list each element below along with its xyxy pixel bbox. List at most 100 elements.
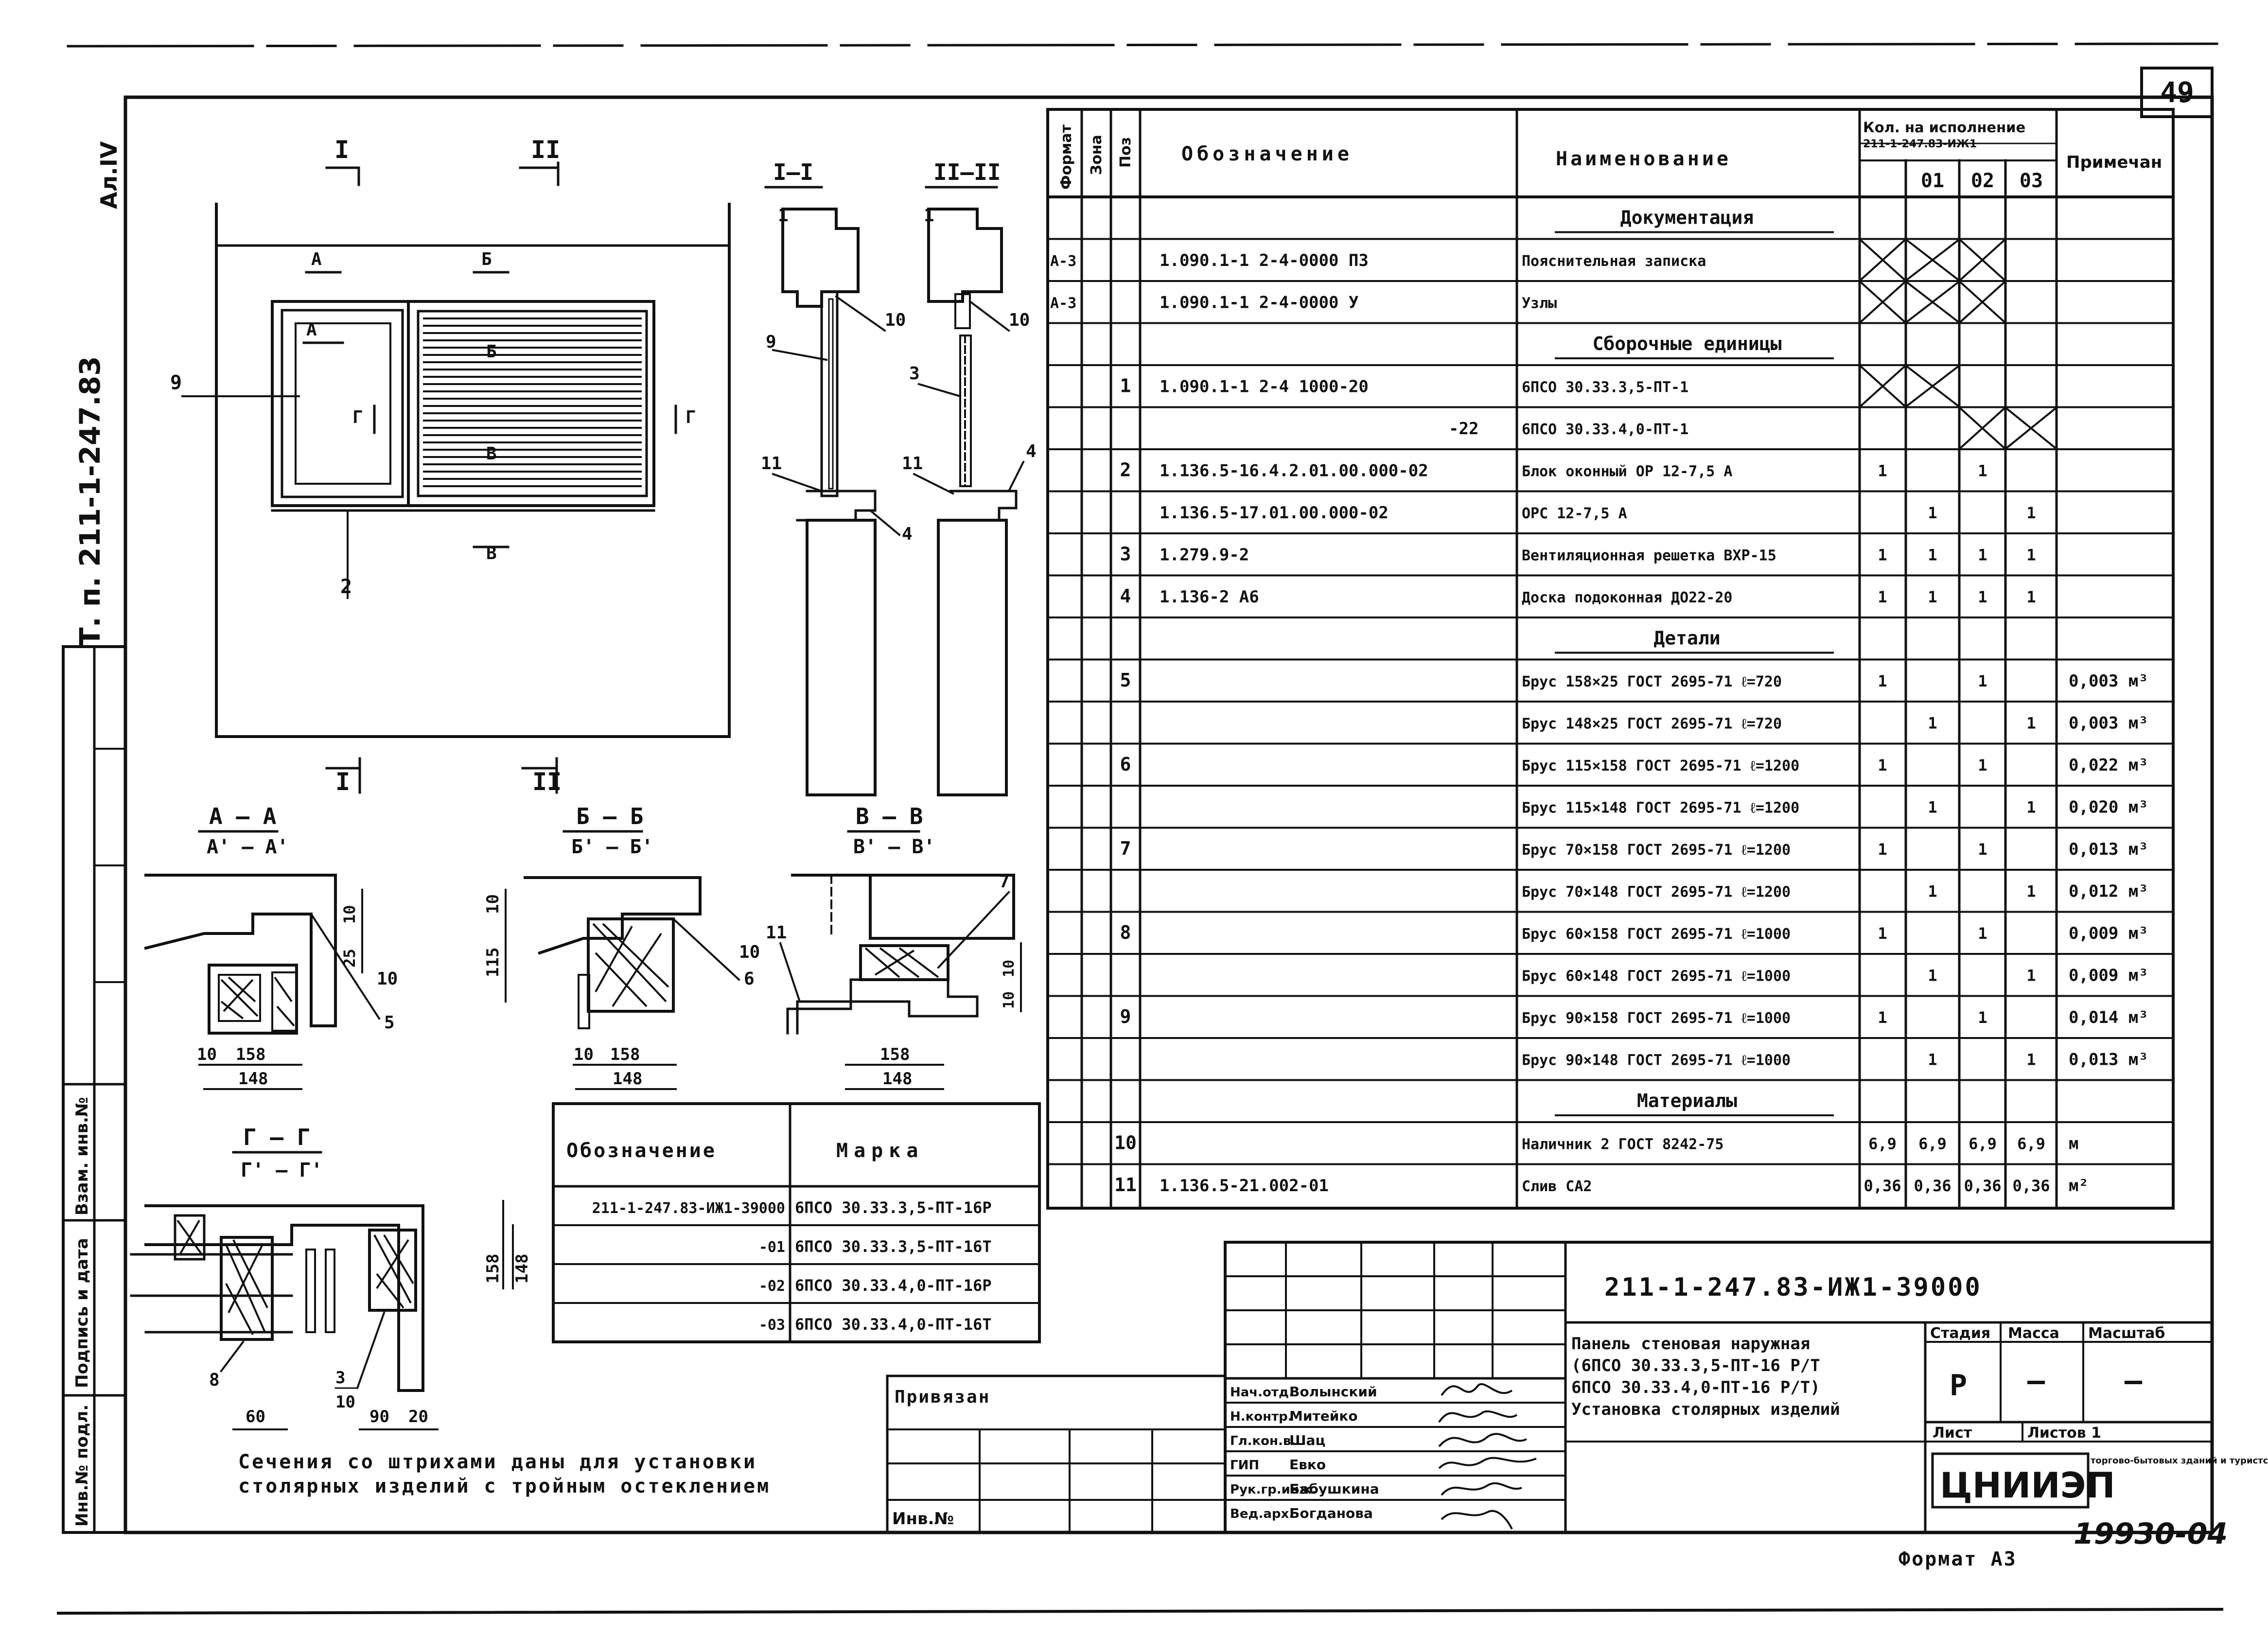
spec-qty: 1 [2026,714,2036,732]
spec-format: А-3 [1050,295,1076,312]
svg-text:В – В: В – В [856,803,923,829]
marks-header-designation: Обозначение [566,1140,717,1162]
spec-qty: 1 [2026,504,2036,522]
spec-note: 0,013 м³ [2069,840,2148,859]
staff-name: Евко [1289,1457,1326,1473]
svg-text:6: 6 [744,969,755,989]
section-I-I: II–II I–I 1 9 10 11 4 [761,159,913,796]
svg-text:7: 7 [999,872,1010,892]
svg-text:10: 10 [377,969,398,989]
header-zone: Зона [1088,135,1105,175]
header-qty-02: 02 [1971,170,1994,192]
title-line-4: Установка столярных изделий [1571,1400,1840,1419]
marks-designation: -02 [759,1278,785,1295]
header-qty-03: 03 [2020,170,2043,192]
staff-name: Богданова [1289,1505,1373,1521]
spec-qty: 1 [2026,798,2036,816]
spec-section-title: Сборочные единицы [1593,333,1782,354]
svg-text:158: 158 [610,1045,640,1064]
spec-qty: 1 [1928,588,1937,606]
spec-qty: 1 [1978,756,1987,774]
spec-name: Пояснительная записка [1522,253,1706,270]
svg-text:148: 148 [238,1069,268,1089]
section-G-G: Г – Г Г' – Г' 8 3 10 158 148 60 90 20 Се… [130,1124,771,1497]
spec-pos: 11 [1114,1174,1137,1196]
svg-text:В' – В': В' – В' [853,836,935,858]
svg-text:10: 10 [483,894,503,914]
header-qty-doc: 211-1-247.83-ИЖ1 [1863,138,1977,150]
section-V-V: В – В В' – В' 11 7 10 10 158 148 [766,803,1022,1090]
spec-qty: 1 [1878,756,1887,774]
spec-qty: 1 [1978,1008,1987,1027]
spec-qty: 1 [1928,546,1937,564]
footnote-line-2: столярных изделий с тройным остеклением [238,1475,771,1497]
svg-text:158: 158 [236,1045,265,1064]
staff-role: ГИП [1230,1458,1259,1473]
stamp-replace-inv: Взам. инв.№ [72,1097,92,1215]
spec-qty: 1 [1878,672,1887,690]
staff-name: Волынский [1289,1384,1377,1400]
staff-role: Н.контр. [1230,1409,1293,1424]
spec-name: Брус 90×158 ГОСТ 2695-71 ℓ=1000 [1522,1010,1791,1027]
inv-label: Инв.№ [892,1509,954,1529]
mark-section-II-top: II [531,136,560,164]
spec-section-title: Детали [1653,627,1720,649]
spec-note: 0,014 м³ [2069,1008,2148,1027]
spec-qty: 1 [1928,1050,1937,1069]
spec-qty: 1 [1928,714,1937,732]
spec-name: Брус 70×158 ГОСТ 2695-71 ℓ=1200 [1522,842,1791,859]
spec-qty: 1 [2026,882,2036,900]
spec-qty: 6,9 [1969,1134,1997,1153]
panel-elevation: I II I II А Б А Б В Г Г В 9 2 [170,136,731,796]
staff-role: Нач.отд. [1230,1385,1294,1400]
title-line-1: Панель стеновая наружная [1571,1334,1810,1354]
svg-text:10: 10 [885,310,906,330]
svg-text:3: 3 [335,1368,345,1388]
footnote-line-1: Сечения со штрихами даны для установки [238,1451,757,1473]
series-number: Т. п. 211-1-247.83 [73,356,106,647]
spec-name: Брус 148×25 ГОСТ 2695-71 ℓ=720 [1522,715,1782,732]
spec-note: м² [2069,1176,2089,1196]
svg-text:10: 10 [1001,991,1018,1009]
spec-note: 0,009 м³ [2069,924,2148,943]
spec-note: м [2069,1134,2078,1153]
svg-text:158: 158 [483,1254,503,1284]
svg-text:8: 8 [209,1370,220,1390]
spec-pos: 5 [1120,669,1131,691]
header-qty: Кол. на исполнение [1863,119,2025,136]
stamp-inv-orig: Инв.№ подл. [72,1405,92,1527]
svg-text:5: 5 [384,1013,395,1033]
spec-name: ОРС 12-7,5 А [1522,505,1627,522]
svg-text:90: 90 [369,1407,389,1426]
spec-qty: 1 [2026,966,2036,985]
section-II-II: II–II 1 10 3 11 4 [902,159,1037,796]
spec-qty: 1 [2026,546,2036,564]
cut-G-right: Г [686,407,696,427]
spec-note: 0,003 м³ [2069,671,2148,691]
staff-role: Рук.гр.инж. [1230,1482,1317,1497]
spec-qty: 1 [1878,924,1887,943]
svg-text:20: 20 [408,1407,428,1426]
spec-qty: 0,36 [1864,1177,1901,1195]
elev-pos-9: 9 [170,371,182,394]
spec-designation: 1.279.9-2 [1160,545,1249,564]
spec-name: Блок оконный ОР 12-7,5 А [1522,463,1732,480]
cut-B-inner: Б [486,342,497,362]
elev-pos-2: 2 [340,576,352,598]
svg-text:158: 158 [880,1045,910,1064]
document-code: 211-1-247.83-ИЖ1-39000 [1604,1273,1982,1302]
page-number: 49 [2160,76,2194,109]
spec-qty: 1 [1978,588,1987,606]
spec-qty: 1 [2026,1050,2036,1069]
spec-pos: 6 [1120,754,1131,775]
spec-section-title: Материалы [1637,1090,1737,1111]
spec-qty: 1 [1978,546,1987,564]
stage-value: Р [1950,1369,1967,1403]
spec-note: 0,022 м³ [2069,756,2148,775]
spec-qty: 0,36 [1914,1177,1951,1195]
marks-table: Обозначение Марка 211-1-247.83-ИЖ1-39000… [552,1102,1041,1343]
spec-note: 0,012 м³ [2069,881,2148,901]
header-format: Формат [1058,124,1075,190]
spec-qty: 0,36 [2012,1177,2050,1195]
svg-text:11: 11 [761,454,782,474]
